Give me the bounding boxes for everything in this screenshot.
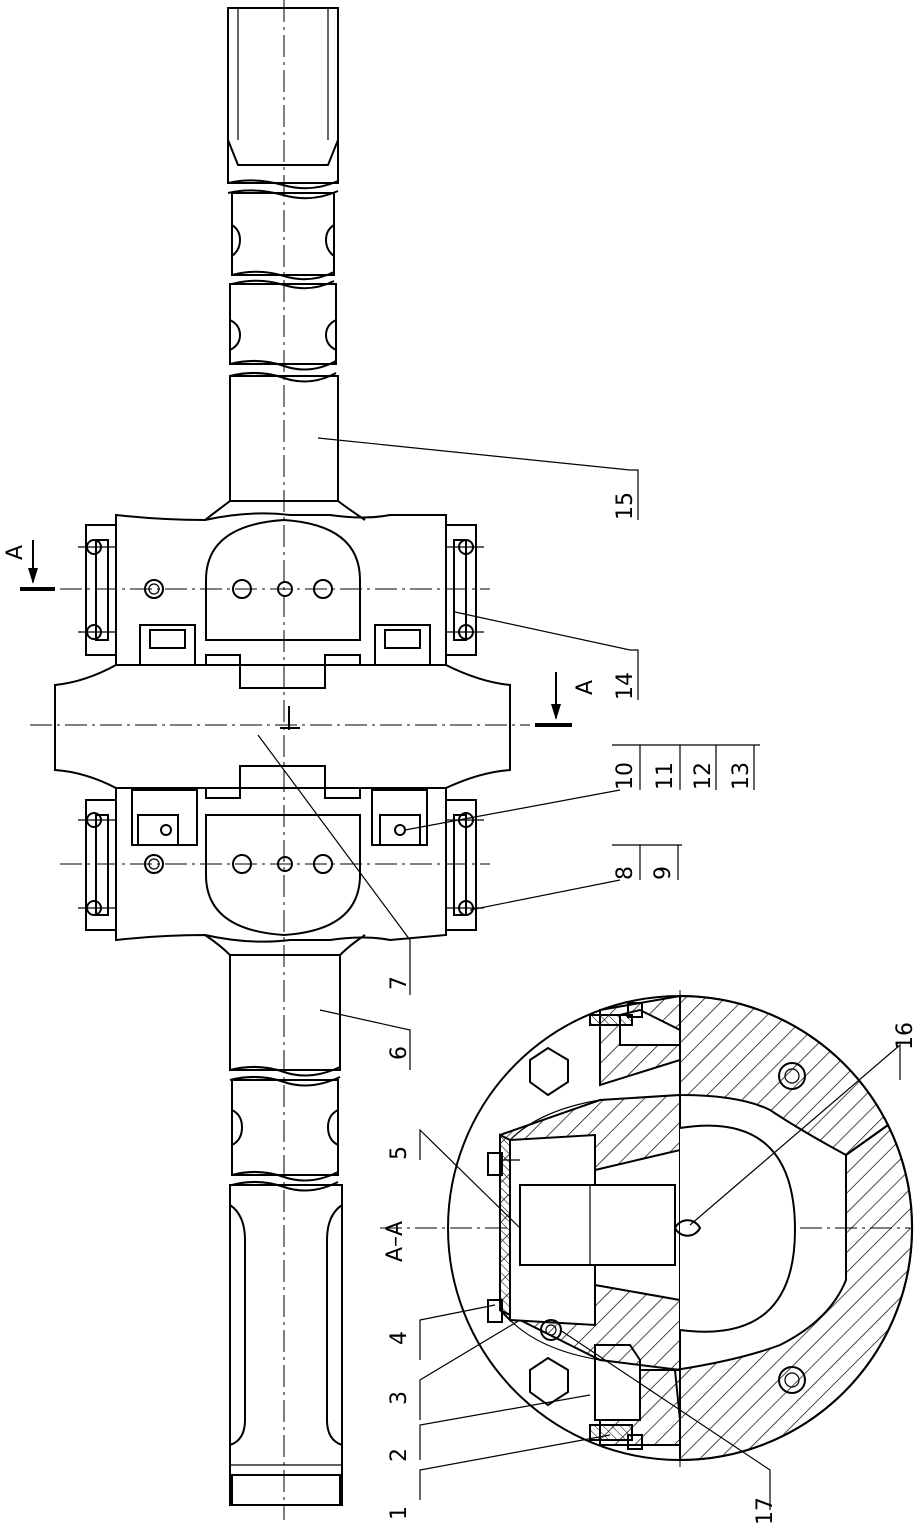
- label-section-title: A–A: [383, 1221, 408, 1262]
- shaft-lower: [204, 934, 366, 1506]
- section-markers: A A: [3, 540, 598, 730]
- label-13: 13: [729, 762, 754, 790]
- label-16: 16: [893, 1022, 918, 1050]
- leader-lines: [257, 437, 901, 1510]
- section-marker-top: A: [3, 545, 28, 560]
- part-labels: A–A 1 2 3 4 5 6 7 8 9 10 11 12 13 14 15 …: [383, 492, 918, 1525]
- label-11: 11: [653, 762, 678, 790]
- label-9: 9: [651, 866, 676, 880]
- section-marker-bottom: A: [573, 680, 598, 695]
- shaft-upper: [204, 7, 366, 521]
- label-5: 5: [387, 1146, 412, 1160]
- label-6: 6: [387, 1046, 412, 1060]
- label-4: 4: [387, 1331, 412, 1345]
- label-1: 1: [387, 1506, 412, 1520]
- section-view-aa: [447, 994, 914, 1462]
- lower-housing: [78, 765, 484, 943]
- label-14: 14: [613, 672, 638, 700]
- upper-housing: [78, 512, 484, 689]
- label-10: 10: [613, 762, 638, 790]
- center-crossbar: [54, 664, 511, 789]
- label-12: 12: [691, 762, 716, 790]
- label-7: 7: [387, 976, 412, 990]
- label-17: 17: [753, 1497, 778, 1525]
- label-15: 15: [613, 492, 638, 520]
- label-8: 8: [613, 866, 638, 880]
- label-3: 3: [387, 1391, 412, 1405]
- label-2: 2: [387, 1448, 412, 1462]
